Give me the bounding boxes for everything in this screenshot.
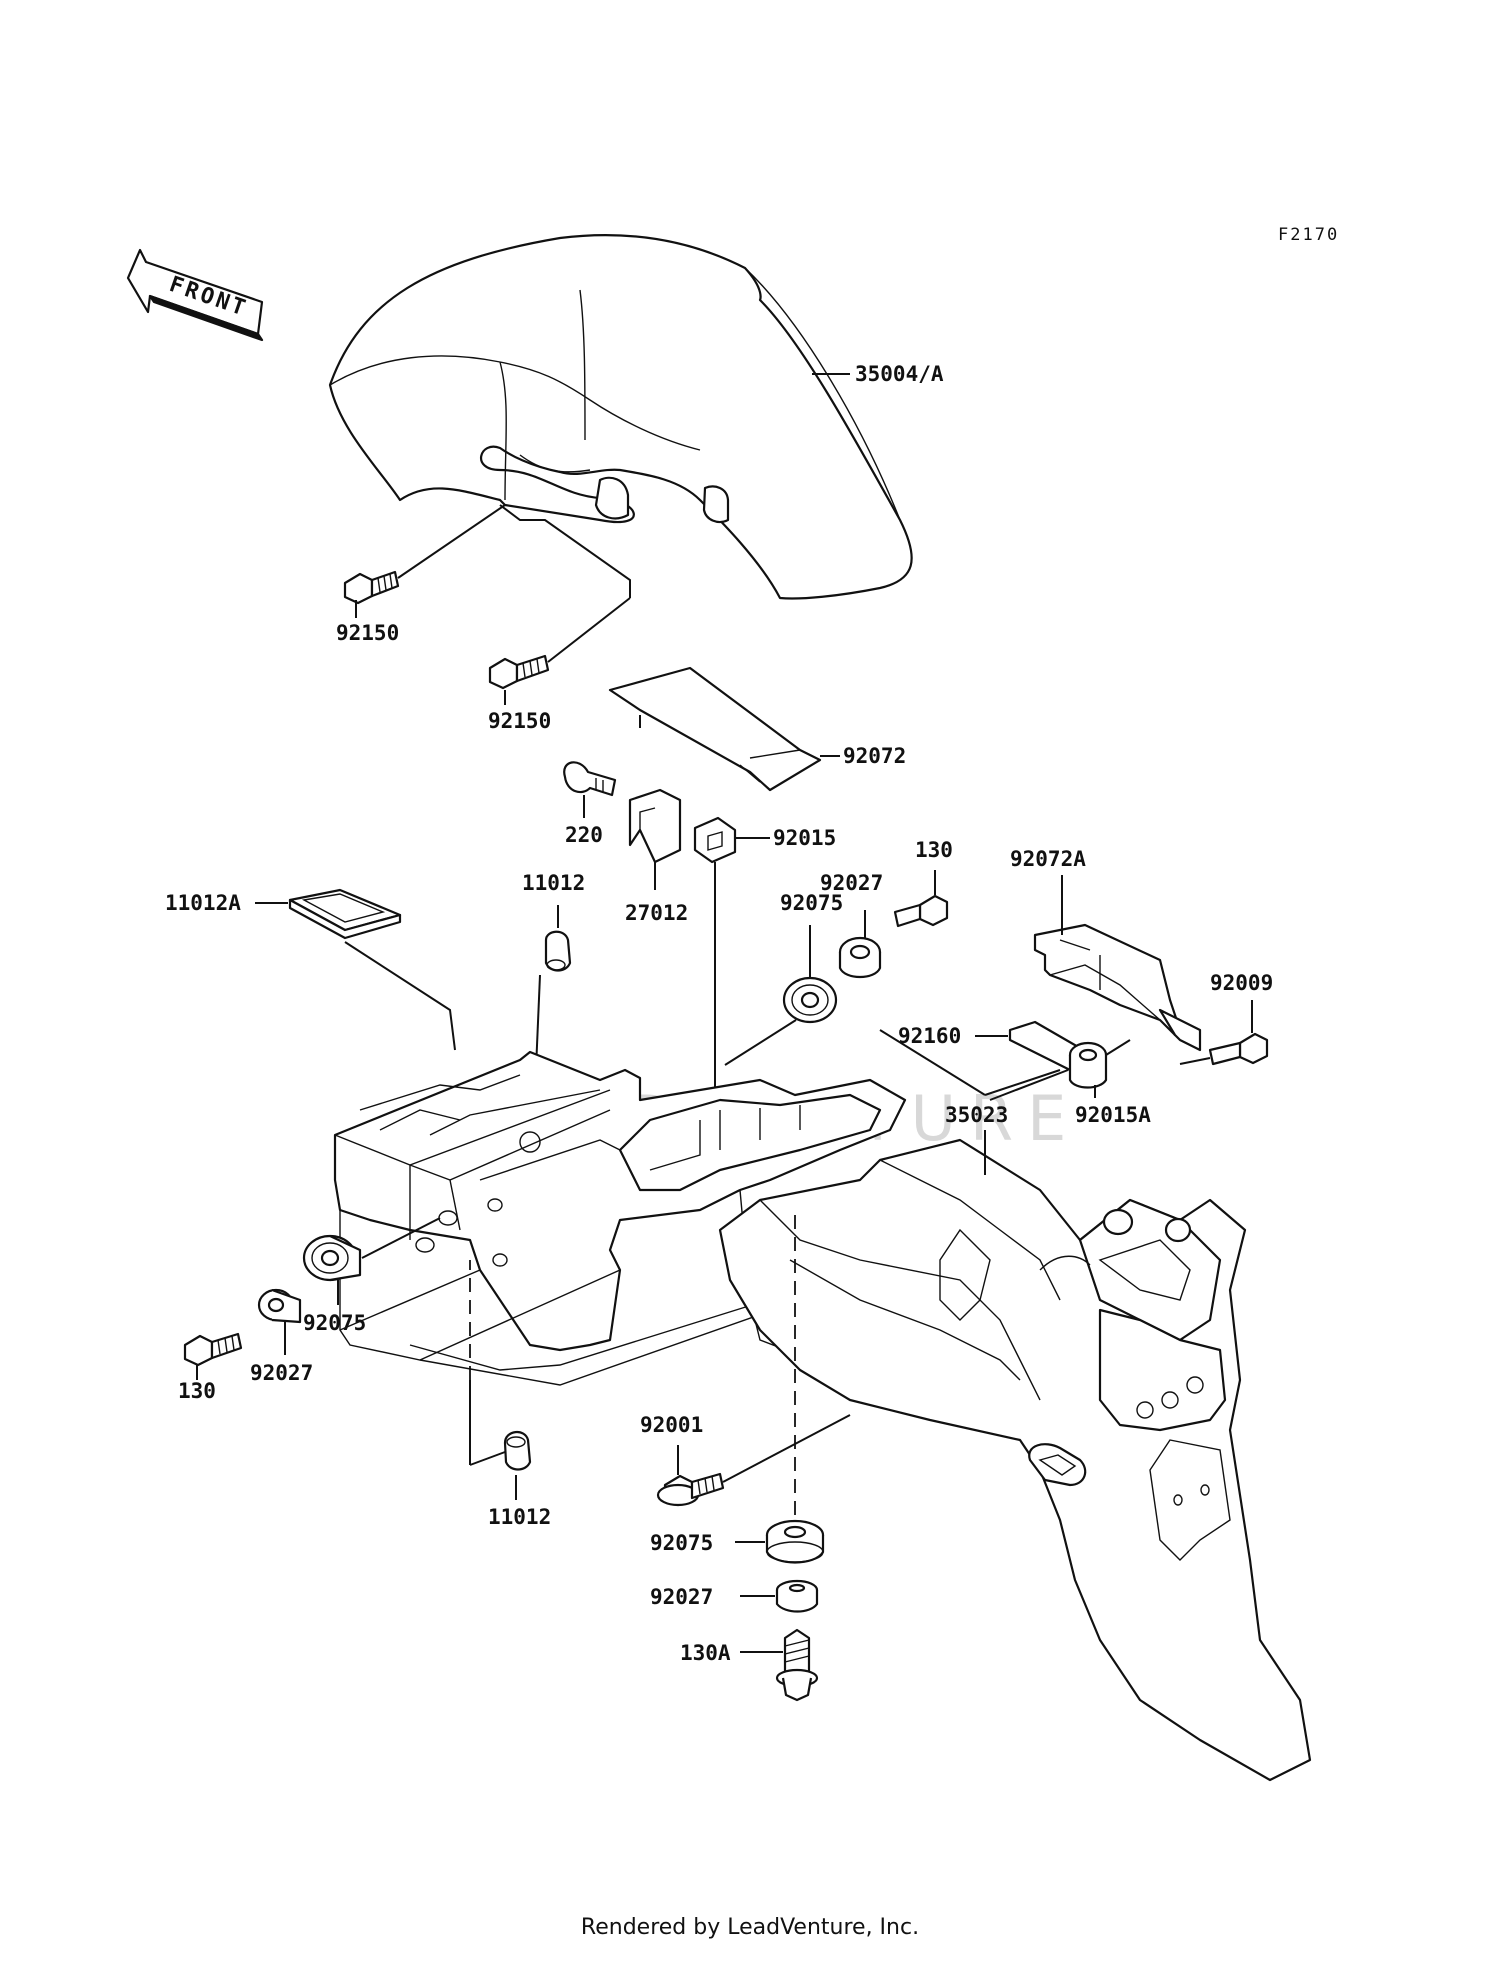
callout-92027-lower: 92027 (650, 1585, 713, 1609)
bolt-92150-upper (343, 570, 400, 605)
callout-92027-left: 92027 (250, 1361, 313, 1385)
grommet-92075-upper (782, 976, 838, 1024)
callout-92150-upper: 92150 (336, 621, 399, 645)
washer-92027-lower (775, 1579, 819, 1613)
bolt-130-lower (183, 1332, 243, 1367)
grommet-92075-lower (765, 1519, 825, 1564)
callout-92027-upper: 92027 (820, 871, 883, 895)
callout-92001: 92001 (640, 1413, 703, 1437)
figure-code: F2170 (1278, 225, 1339, 245)
seal-11012A (288, 888, 402, 940)
callout-92160: 92160 (898, 1024, 961, 1048)
callout-11012-lower: 11012 (488, 1505, 551, 1529)
cap-11012-lower (503, 1431, 532, 1471)
bolt-92150-lower (488, 654, 550, 690)
callout-27012: 27012 (625, 901, 688, 925)
callout-130-lower: 130 (178, 1379, 216, 1403)
callout-35004A: 35004/A (855, 362, 944, 386)
collar-92015A (1068, 1041, 1108, 1089)
screw-220 (563, 761, 617, 797)
bolt-130A (775, 1628, 819, 1702)
footer-credit: Rendered by LeadVenture, Inc. (580, 1915, 920, 1940)
callout-92072A: 92072A (1010, 847, 1086, 871)
clip-nut-92015 (693, 816, 737, 864)
callout-92009: 92009 (1210, 971, 1273, 995)
undertray-35023 (333, 1050, 1083, 1441)
callout-92015A: 92015A (1075, 1103, 1151, 1127)
cap-11012-upper (544, 930, 572, 972)
front-fender (328, 233, 913, 600)
callout-130-upper: 130 (915, 838, 953, 862)
bolt-130-upper (893, 894, 949, 928)
grommet-92075-left (302, 1234, 362, 1282)
callout-11012-upper: 11012 (522, 871, 585, 895)
washer-92027-upper (838, 936, 882, 979)
clip-27012 (628, 788, 682, 864)
screw-92009 (1208, 1032, 1269, 1066)
callout-92075-lower: 92075 (650, 1531, 713, 1555)
callout-92075-left: 92075 (303, 1311, 366, 1335)
strap-92072 (608, 666, 822, 792)
callout-92015: 92015 (773, 826, 836, 850)
callout-92150-lower: 92150 (488, 709, 551, 733)
rear-fender (718, 1138, 1312, 1782)
callout-220: 220 (565, 823, 603, 847)
callout-130A: 130A (680, 1641, 731, 1665)
callout-11012A: 11012A (165, 891, 241, 915)
front-direction-arrow: FRONT (126, 248, 264, 342)
washer-92027-left (257, 1288, 302, 1324)
callout-92075-upper: 92075 (780, 891, 843, 915)
bolt-92001 (656, 1472, 725, 1507)
callout-35023: 35023 (945, 1103, 1008, 1127)
bracket-92072A (1033, 923, 1202, 1052)
callout-92072: 92072 (843, 744, 906, 768)
